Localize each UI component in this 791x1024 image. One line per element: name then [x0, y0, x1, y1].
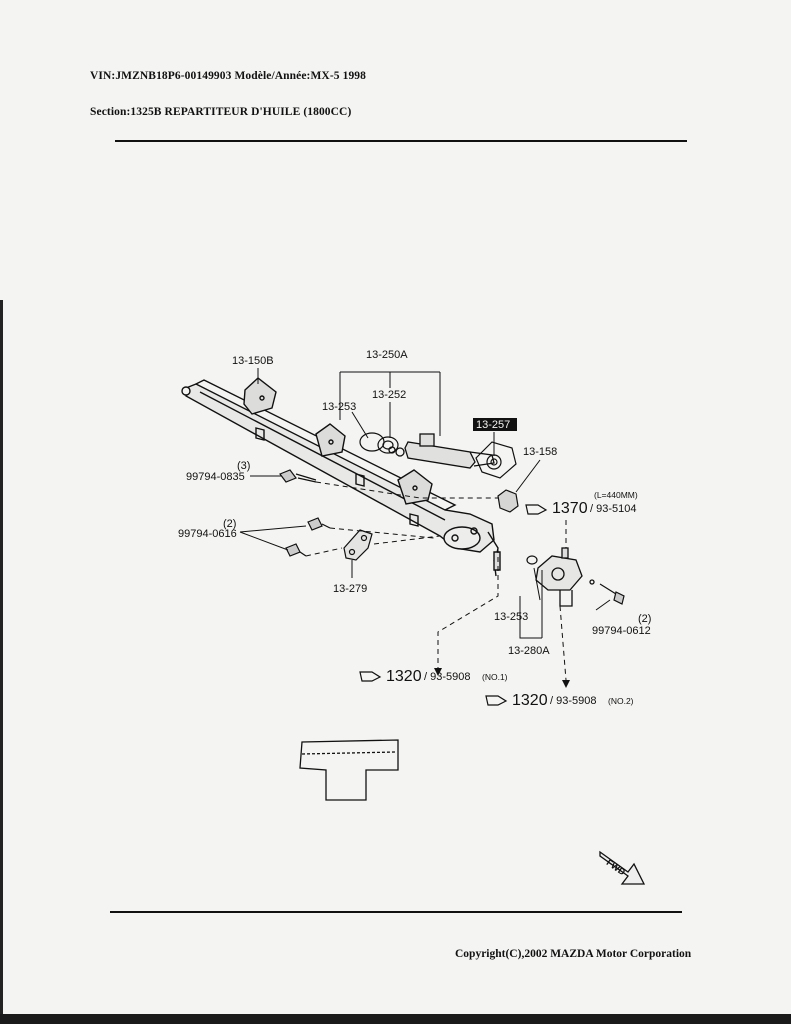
label-13-280a: 13-280A — [508, 645, 550, 657]
qty-0835: (3) — [237, 460, 250, 472]
ref-1370-note: (L=440MM) — [594, 490, 638, 500]
scan-bottom-edge — [0, 1014, 791, 1024]
scan-edge — [0, 300, 3, 1024]
ref-1320-no2-code: / 93-5908 — [550, 695, 596, 707]
label-99794-0616: 99794-0616 — [178, 528, 237, 540]
hand-pointer-icon — [359, 671, 382, 682]
pressure-regulator[interactable] — [535, 547, 595, 607]
hand-pointer-icon — [525, 504, 548, 515]
leader-lines — [239, 368, 611, 639]
top-divider — [115, 140, 687, 142]
bracket-13-279[interactable] — [343, 529, 373, 561]
label-13-158: 13-158 — [523, 446, 557, 458]
highlight-13-257 — [473, 418, 517, 431]
bottom-divider — [110, 911, 682, 913]
arrowheads — [434, 668, 570, 688]
ref-1320-no1-note: (NO.1) — [482, 672, 508, 682]
label-99794-0612: 99794-0612 — [592, 625, 651, 637]
vin-line: VIN:JMZNB18P6-00149903 Modèle/Année:MX-5… — [90, 70, 366, 82]
label-13-252: 13-252 — [372, 389, 406, 401]
hand-pointer-icon — [485, 695, 508, 706]
label-13-250a: 13-250A — [366, 349, 408, 361]
bolts — [279, 469, 625, 605]
dashed-guides — [305, 481, 567, 681]
hand-pointer-icons — [359, 504, 548, 706]
qty-0612: (2) — [638, 613, 651, 625]
label-13-257: 13-257 — [476, 419, 510, 431]
label-13-150b: 13-150B — [232, 355, 274, 367]
qty-0616: (2) — [223, 518, 236, 530]
copyright-notice: Copyright(C),2002 MAZDA Motor Corporatio… — [455, 948, 692, 960]
ref-1320-no1-code: / 93-5908 — [424, 671, 470, 683]
ref-1320-no1-number: 1320 — [386, 668, 422, 685]
label-13-253-top: 13-253 — [322, 401, 356, 413]
fwd-label: FWD — [605, 857, 628, 877]
label-13-279: 13-279 — [333, 583, 367, 595]
section-title: Section:1325B REPARTITEUR D'HUILE (1800C… — [90, 106, 352, 118]
fwd-arrow-icon: FWD — [599, 850, 646, 885]
ref-1320-no2-note: (NO.2) — [608, 696, 634, 706]
ref-1370-number: 1370 — [552, 500, 588, 517]
ref-1370-code: / 93-5104 — [590, 503, 636, 515]
label-13-253-bottom: 13-253 — [494, 611, 528, 623]
fuel-rail[interactable] — [181, 377, 501, 577]
engine-outline-icon — [299, 739, 399, 801]
ref-1320-no2-number: 1320 — [512, 692, 548, 709]
label-99794-0835: 99794-0835 — [186, 471, 245, 483]
